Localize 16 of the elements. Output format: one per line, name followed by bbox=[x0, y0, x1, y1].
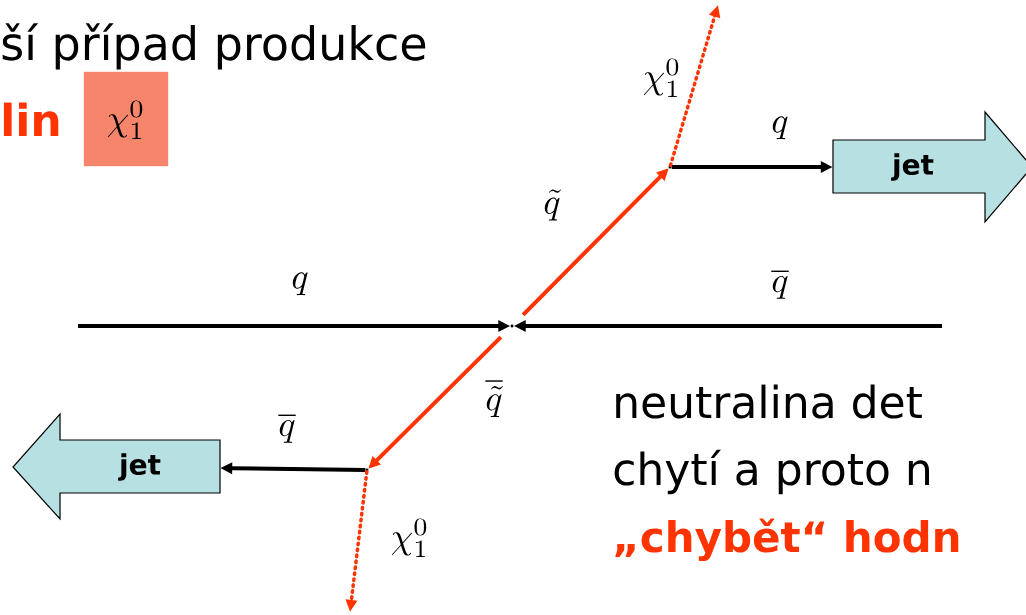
vertex-point bbox=[668, 165, 672, 169]
edge-label: $\overline{q}$ bbox=[770, 268, 790, 300]
edge-label: $\chi_1^0$ bbox=[389, 517, 431, 559]
edge-label: $\chi_1^0$ bbox=[641, 57, 683, 99]
edge-label: $q$ bbox=[290, 271, 310, 297]
vertex-point bbox=[510, 324, 514, 328]
edge-label: $\overline{q}$ bbox=[277, 412, 297, 444]
edge-label: $q$ bbox=[770, 115, 790, 141]
text-label: „chybět“ hodn bbox=[615, 518, 959, 562]
heading-text: ší případ produkce bbox=[2, 23, 426, 70]
text-label: neutralina det bbox=[616, 384, 922, 419]
heading-text: lin bbox=[3, 102, 59, 136]
edge-label: $\overline{\tilde{q}}$ bbox=[484, 377, 504, 419]
text-label: chytí a proto n bbox=[614, 449, 929, 495]
edge-label: $\tilde{q}$ bbox=[542, 188, 562, 222]
vertex-point bbox=[365, 468, 369, 472]
